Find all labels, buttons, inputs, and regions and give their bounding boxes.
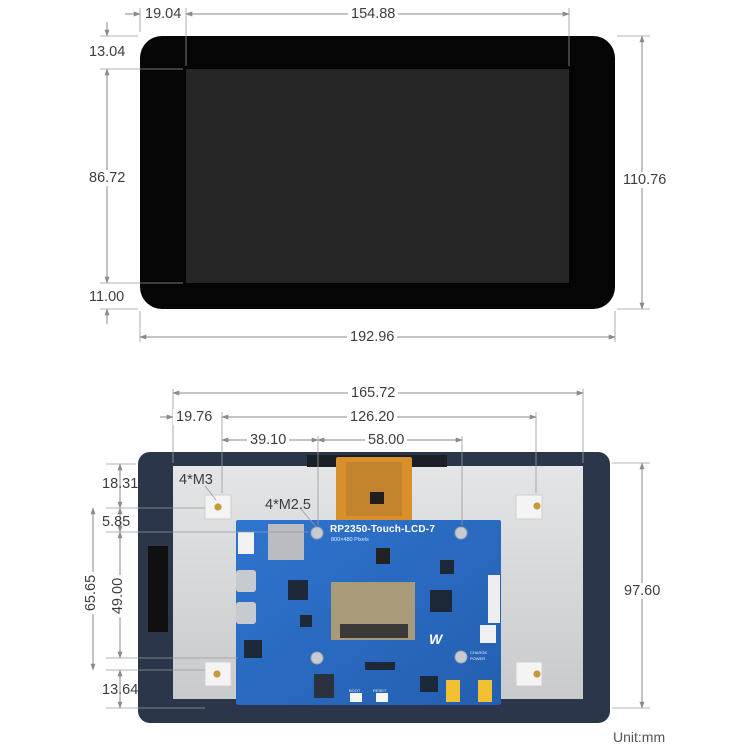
dim-screen-width: 154.88 xyxy=(348,6,399,22)
brand-logo-icon: W xyxy=(429,631,443,647)
pcb-board xyxy=(236,520,501,705)
sd-card-slot xyxy=(268,524,304,560)
side-window xyxy=(148,546,168,632)
silk-label-power: POWER xyxy=(470,656,486,661)
dim-top-bezel: 13.04 xyxy=(89,44,126,60)
usb-c-port-1 xyxy=(236,570,256,592)
mount-holes xyxy=(204,494,543,687)
dim-board-hole-offset: 39.10 xyxy=(247,432,290,448)
dim-front-total-width: 192.96 xyxy=(347,329,398,345)
dim-top-hole-offset: 18.31 xyxy=(102,476,139,492)
dim-back-total-height: 97.60 xyxy=(621,583,664,599)
board-resolution: 800×480 Pixels xyxy=(331,537,369,543)
dim-front-total-height: 110.76 xyxy=(620,172,670,188)
silk-label-charge: CHARGE xyxy=(470,650,488,655)
unit-label: Unit:mm xyxy=(613,729,666,745)
dim-bottom-bezel: 11.00 xyxy=(89,289,125,305)
battery-connector-1 xyxy=(446,680,460,702)
silk-label-reset: RESET xyxy=(373,688,387,693)
dim-board-hole-span: 58.00 xyxy=(365,432,408,448)
boot-button xyxy=(350,693,362,702)
front-view xyxy=(100,8,650,342)
battery-connector-2 xyxy=(478,680,492,702)
usb-c-port-2 xyxy=(236,602,256,624)
front-screen xyxy=(186,69,569,283)
dim-hole-left-offset: 19.76 xyxy=(173,409,216,425)
dim-bottom-hole-offset: 13.64 xyxy=(102,682,139,698)
back-view xyxy=(90,389,650,723)
dim-hole-vertical-span: 65.65 xyxy=(83,571,100,615)
silk-label-boot: BOOT xyxy=(349,688,361,693)
dim-board-hole-vertical: 49.00 xyxy=(110,574,127,618)
callout-m3: 4*M3 xyxy=(179,472,213,488)
reset-button xyxy=(376,693,388,702)
dim-hole-span-outer: 165.72 xyxy=(348,385,399,401)
callout-m25: 4*M2.5 xyxy=(265,497,311,513)
board-name: RP2350-Touch-LCD-7 xyxy=(330,524,436,535)
dim-hole-span-inner: 126.20 xyxy=(347,409,398,425)
dim-left-bezel: 19.04 xyxy=(142,6,185,22)
dim-screen-height: 86.72 xyxy=(86,170,129,186)
dim-board-top-offset: 5.85 xyxy=(102,514,131,530)
header-pins xyxy=(488,575,500,623)
